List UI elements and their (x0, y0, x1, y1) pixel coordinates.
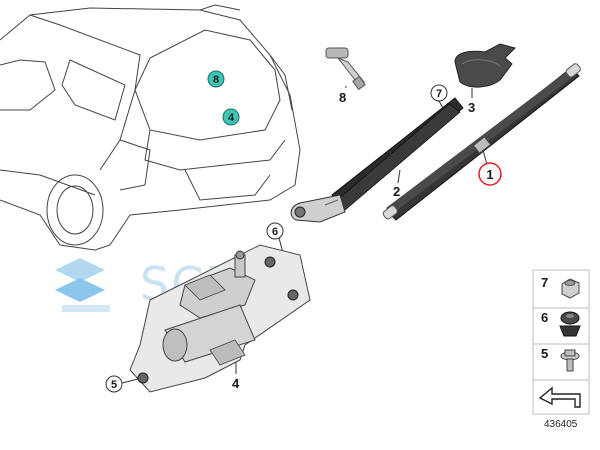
car-marker-4-label: 4 (228, 112, 235, 124)
hardware-legend: 7 6 5 (532, 269, 590, 415)
part-8-washer-nozzle (325, 47, 366, 91)
diagram-reference-number: 436405 (544, 419, 578, 430)
hex-nut-icon (561, 278, 580, 299)
svg-text:5: 5 (111, 379, 117, 391)
car-marker-8: 8 (207, 70, 225, 88)
callout-4: 4 (232, 376, 240, 391)
part-1-wiper-blade (382, 63, 581, 221)
svg-text:1: 1 (486, 167, 493, 182)
callout-7-circle: 7 (430, 84, 448, 102)
part-4-wiper-motor (129, 244, 311, 393)
car-marker-8-label: 8 (213, 74, 219, 86)
svg-text:7: 7 (436, 88, 442, 100)
legend-7: 7 (541, 275, 548, 290)
part-3-cover-cap (454, 43, 516, 88)
callout-5-circle: 5 (105, 375, 123, 393)
car-rear-outline (0, 4, 301, 251)
legend-5: 5 (541, 346, 548, 361)
callout-6-circle: 6 (266, 222, 284, 240)
grommet-cap-icon (559, 311, 581, 337)
callout-1-circle: 1 (478, 162, 502, 186)
part-2-wiper-arm (290, 97, 464, 223)
flange-bolt-icon (560, 349, 580, 372)
callout-8: 8 (339, 90, 346, 105)
callout-2: 2 (393, 184, 400, 199)
legend-6: 6 (541, 310, 548, 325)
svg-text:6: 6 (272, 226, 278, 238)
arrow-icon (538, 386, 581, 408)
car-marker-4: 4 (222, 108, 240, 126)
callout-3: 3 (468, 100, 475, 115)
